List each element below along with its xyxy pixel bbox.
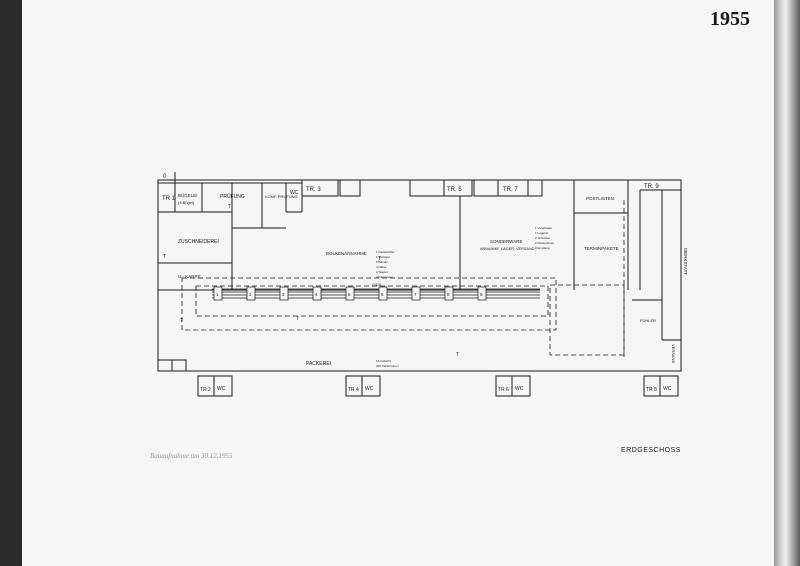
t-marker: T <box>163 254 166 260</box>
conveyor-station <box>477 286 487 301</box>
conveyor-station-label: 9 <box>480 292 483 297</box>
conveyor-station <box>246 286 256 301</box>
fuehler-label: FÜHLER <box>640 318 656 323</box>
conveyor-station <box>279 286 289 301</box>
conveyor-stations: 1 2 3 4 5 6 7 8 9 <box>213 286 487 301</box>
postlisten-label: POSTLISTEN <box>586 196 614 201</box>
buegelei-label: BÜGELEI <box>178 192 198 198</box>
conveyor-station <box>444 286 454 301</box>
wc2-label: WC <box>217 386 226 392</box>
height-label: (243) <box>372 282 382 287</box>
sonderware-label: SONDERWARE <box>490 239 523 244</box>
conveyor-station-label: 2 <box>249 292 252 297</box>
terminpakete-label: TERMINPAKETE <box>584 246 619 251</box>
tr6-label: TR 6 <box>498 387 509 393</box>
tr1-label: TR 1 <box>162 196 176 202</box>
conveyor-station-label: 7 <box>414 292 417 297</box>
t-marker: T <box>378 256 381 262</box>
floor-label: ERDGESCHOSS <box>621 447 681 454</box>
conveyor-station-label: 3 <box>282 292 285 297</box>
conveyor-station-label: 4 <box>315 292 318 297</box>
versand-label: VERSAND <box>671 344 676 363</box>
conveyor-station-label: 8 <box>447 292 450 297</box>
room-0-label: 0 <box>163 174 167 180</box>
tr7-label: TR. 7 <box>503 187 518 193</box>
note-line: 16 Aufsicht <box>376 359 391 363</box>
wc-top-label: WC <box>290 190 299 196</box>
conveyor-station <box>411 286 421 301</box>
note-line: 1 Vorrager <box>376 255 390 259</box>
handwritten-note: Bauaufnahme am 30.12.1955 <box>150 452 233 460</box>
conveyor-station-label: 6 <box>381 292 384 297</box>
wc4-label: WC <box>365 386 374 392</box>
page-year: 1955 <box>710 8 750 30</box>
konf-pruefung-label: KONF. PRÜFUNG <box>265 194 298 199</box>
tr3-label: TR. 3 <box>306 187 321 193</box>
note-line: 1 Lagerist <box>535 231 548 235</box>
book-spine <box>774 0 800 566</box>
t-marker: T <box>296 316 299 322</box>
book-page <box>22 0 774 566</box>
conveyor-station <box>213 286 223 301</box>
conveyor-station <box>312 286 322 301</box>
u-karre-label: U - KARRE <box>178 274 201 279</box>
bolkenannahme-label: BOLKENANNAHME <box>326 251 367 256</box>
tr9-label: TR. 9 <box>644 184 659 190</box>
note-line: 3 Empfang <box>535 246 550 250</box>
wc8-label: WC <box>663 386 672 392</box>
t-marker: T <box>180 318 183 324</box>
note-line: 8 Bänder <box>376 260 388 264</box>
note-line: 4 Kartonierer <box>376 275 393 279</box>
note-line: 1 Packtischler <box>376 250 395 254</box>
note-line: 4 Näher <box>376 265 387 269</box>
pruefung-label: PRÜFUNG <box>220 193 245 200</box>
note-line: 300 Packerinnen <box>376 364 399 368</box>
tr8-label: TR 8 <box>646 387 657 393</box>
tr4-label: TR 4 <box>348 387 359 393</box>
note-line: 2 Packerinnen <box>535 241 555 245</box>
t-marker: T <box>228 204 231 210</box>
zuschneiderei-label: ZUSCHNEIDEREI <box>178 239 219 245</box>
tr5-label: TR. 5 <box>447 187 462 193</box>
werkstatt-label: WERKSTATT <box>683 248 688 275</box>
t-marker: T <box>456 352 459 358</box>
wc6-label: WC <box>515 386 524 392</box>
packerei-label: PACKEREI <box>306 361 331 367</box>
note-line: 2 Schreiber <box>535 236 550 240</box>
sonderware-sub: ANNAHME, LAGER, VERSAND <box>480 247 535 251</box>
plan-outline <box>157 179 682 372</box>
note-line: 4 Stapler <box>376 270 388 274</box>
conveyor-station-label: 5 <box>348 292 351 297</box>
conveyor-station <box>378 286 388 301</box>
note-line: 1 Vorarbeiter <box>535 226 552 230</box>
conveyor-station <box>345 286 355 301</box>
tr2-label: TR 2 <box>200 387 211 393</box>
conveyor-station-label: 1 <box>216 292 219 297</box>
buegelei-sub: (4 Bügel) <box>178 200 195 205</box>
